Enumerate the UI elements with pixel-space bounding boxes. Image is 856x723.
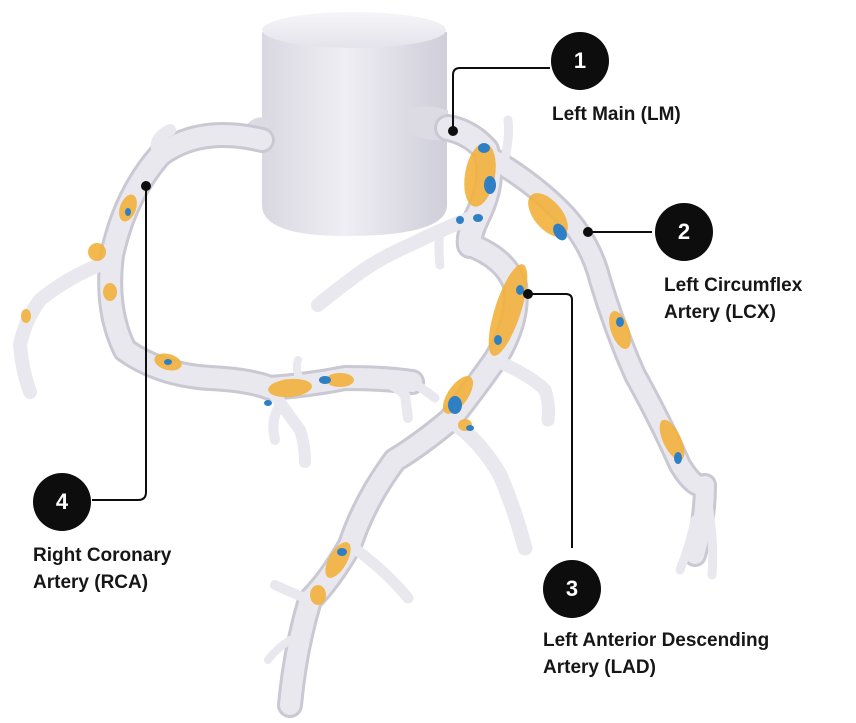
callout-2-line2: Artery (LCX) xyxy=(664,299,802,326)
callout-4-label: Right Coronary Artery (RCA) xyxy=(33,542,171,596)
callout-3-label: Left Anterior Descending Artery (LAD) xyxy=(543,627,769,681)
callout-1-number: 1 xyxy=(574,48,586,74)
callout-1-label: Left Main (LM) xyxy=(552,101,681,128)
callout-1-badge: 1 xyxy=(551,32,609,90)
callout-4-line1: Right Coronary xyxy=(33,542,171,569)
callout-4-badge: 4 xyxy=(33,473,91,531)
callout-2-line1: Left Circumflex xyxy=(664,272,802,299)
callout-2-number: 2 xyxy=(678,219,690,245)
callout-2-badge: 2 xyxy=(655,203,713,261)
callout-4-line2: Artery (RCA) xyxy=(33,569,171,596)
callout-2-label: Left Circumflex Artery (LCX) xyxy=(664,272,802,326)
callout-3-line1: Left Anterior Descending xyxy=(543,627,769,654)
callout-1-line1: Left Main (LM) xyxy=(552,101,681,128)
aortic-root xyxy=(244,12,448,236)
callout-4-number: 4 xyxy=(56,489,68,515)
callout-3-badge: 3 xyxy=(543,560,601,618)
callout-3-number: 3 xyxy=(566,576,578,602)
callout-3-line2: Artery (LAD) xyxy=(543,654,769,681)
